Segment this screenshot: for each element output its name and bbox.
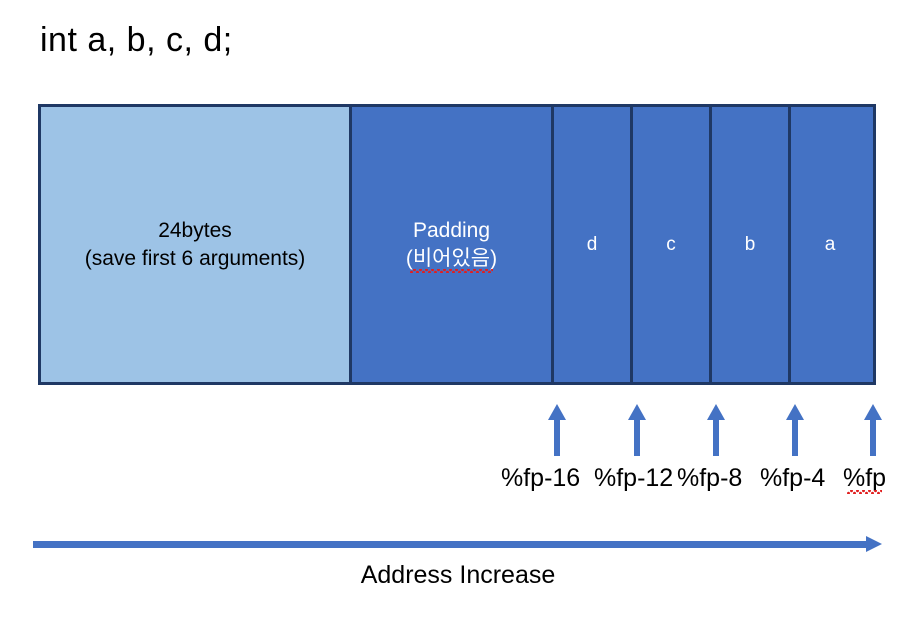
pointer-arrow-up-icon-fp-minus-16	[548, 404, 566, 456]
pointer-label-fp-minus-4: %fp-4	[760, 464, 826, 492]
var-d-label: d	[586, 233, 598, 255]
pointer-label-fp-minus-16: %fp-16	[501, 464, 581, 492]
var-c-label: c	[666, 233, 676, 255]
arrow-head	[864, 404, 882, 420]
address-increase-label: Address Increase	[360, 561, 556, 589]
arrow-shaft	[870, 418, 876, 456]
arrow-shaft	[713, 418, 719, 456]
padding-line2-spellchecked: (비어있음)	[406, 245, 497, 273]
arrow-shaft	[634, 418, 640, 456]
arrow-head	[548, 404, 566, 420]
memory-cell-padding: Padding (비어있음)	[352, 107, 554, 382]
address-increase-axis-line	[33, 541, 871, 548]
memory-cell-var-c: c	[633, 107, 712, 382]
pointer-label-fp-minus-12: %fp-12	[594, 464, 674, 492]
frame-save-area-line2: (save first 6 arguments)	[84, 246, 306, 270]
arrow-shaft	[792, 418, 798, 456]
memory-cell-var-a: a	[791, 107, 869, 382]
pointer-label-fp-minus-8: %fp-8	[677, 464, 743, 492]
pointer-arrow-up-icon-fp-minus-12	[628, 404, 646, 456]
pointer-arrow-up-icon-fp-minus-4	[786, 404, 804, 456]
padding-text: Padding (비어있음)	[406, 217, 497, 273]
arrow-head	[707, 404, 725, 420]
page-title: int a, b, c, d;	[40, 21, 233, 59]
pointer-arrow-up-icon-fp	[864, 404, 882, 456]
arrow-shaft	[554, 418, 560, 456]
address-increase-arrow-right-icon	[866, 536, 882, 552]
padding-line1: Padding	[412, 218, 491, 242]
frame-save-area-line1: 24bytes	[158, 218, 232, 242]
pointer-label-fp-spellchecked: %fp	[843, 464, 887, 494]
arrow-head	[786, 404, 804, 420]
var-b-label: b	[744, 233, 756, 255]
frame-save-area-text: 24bytes (save first 6 arguments)	[85, 217, 306, 273]
pointer-arrow-up-icon-fp-minus-8	[707, 404, 725, 456]
memory-cell-var-d: d	[554, 107, 633, 382]
memory-cell-frame-save-area: 24bytes (save first 6 arguments)	[41, 107, 352, 382]
stack-frame-memory-layout: 24bytes (save first 6 arguments) Padding (…	[38, 104, 876, 385]
var-a-label: a	[824, 233, 836, 255]
arrow-head	[628, 404, 646, 420]
memory-cell-var-b: b	[712, 107, 791, 382]
